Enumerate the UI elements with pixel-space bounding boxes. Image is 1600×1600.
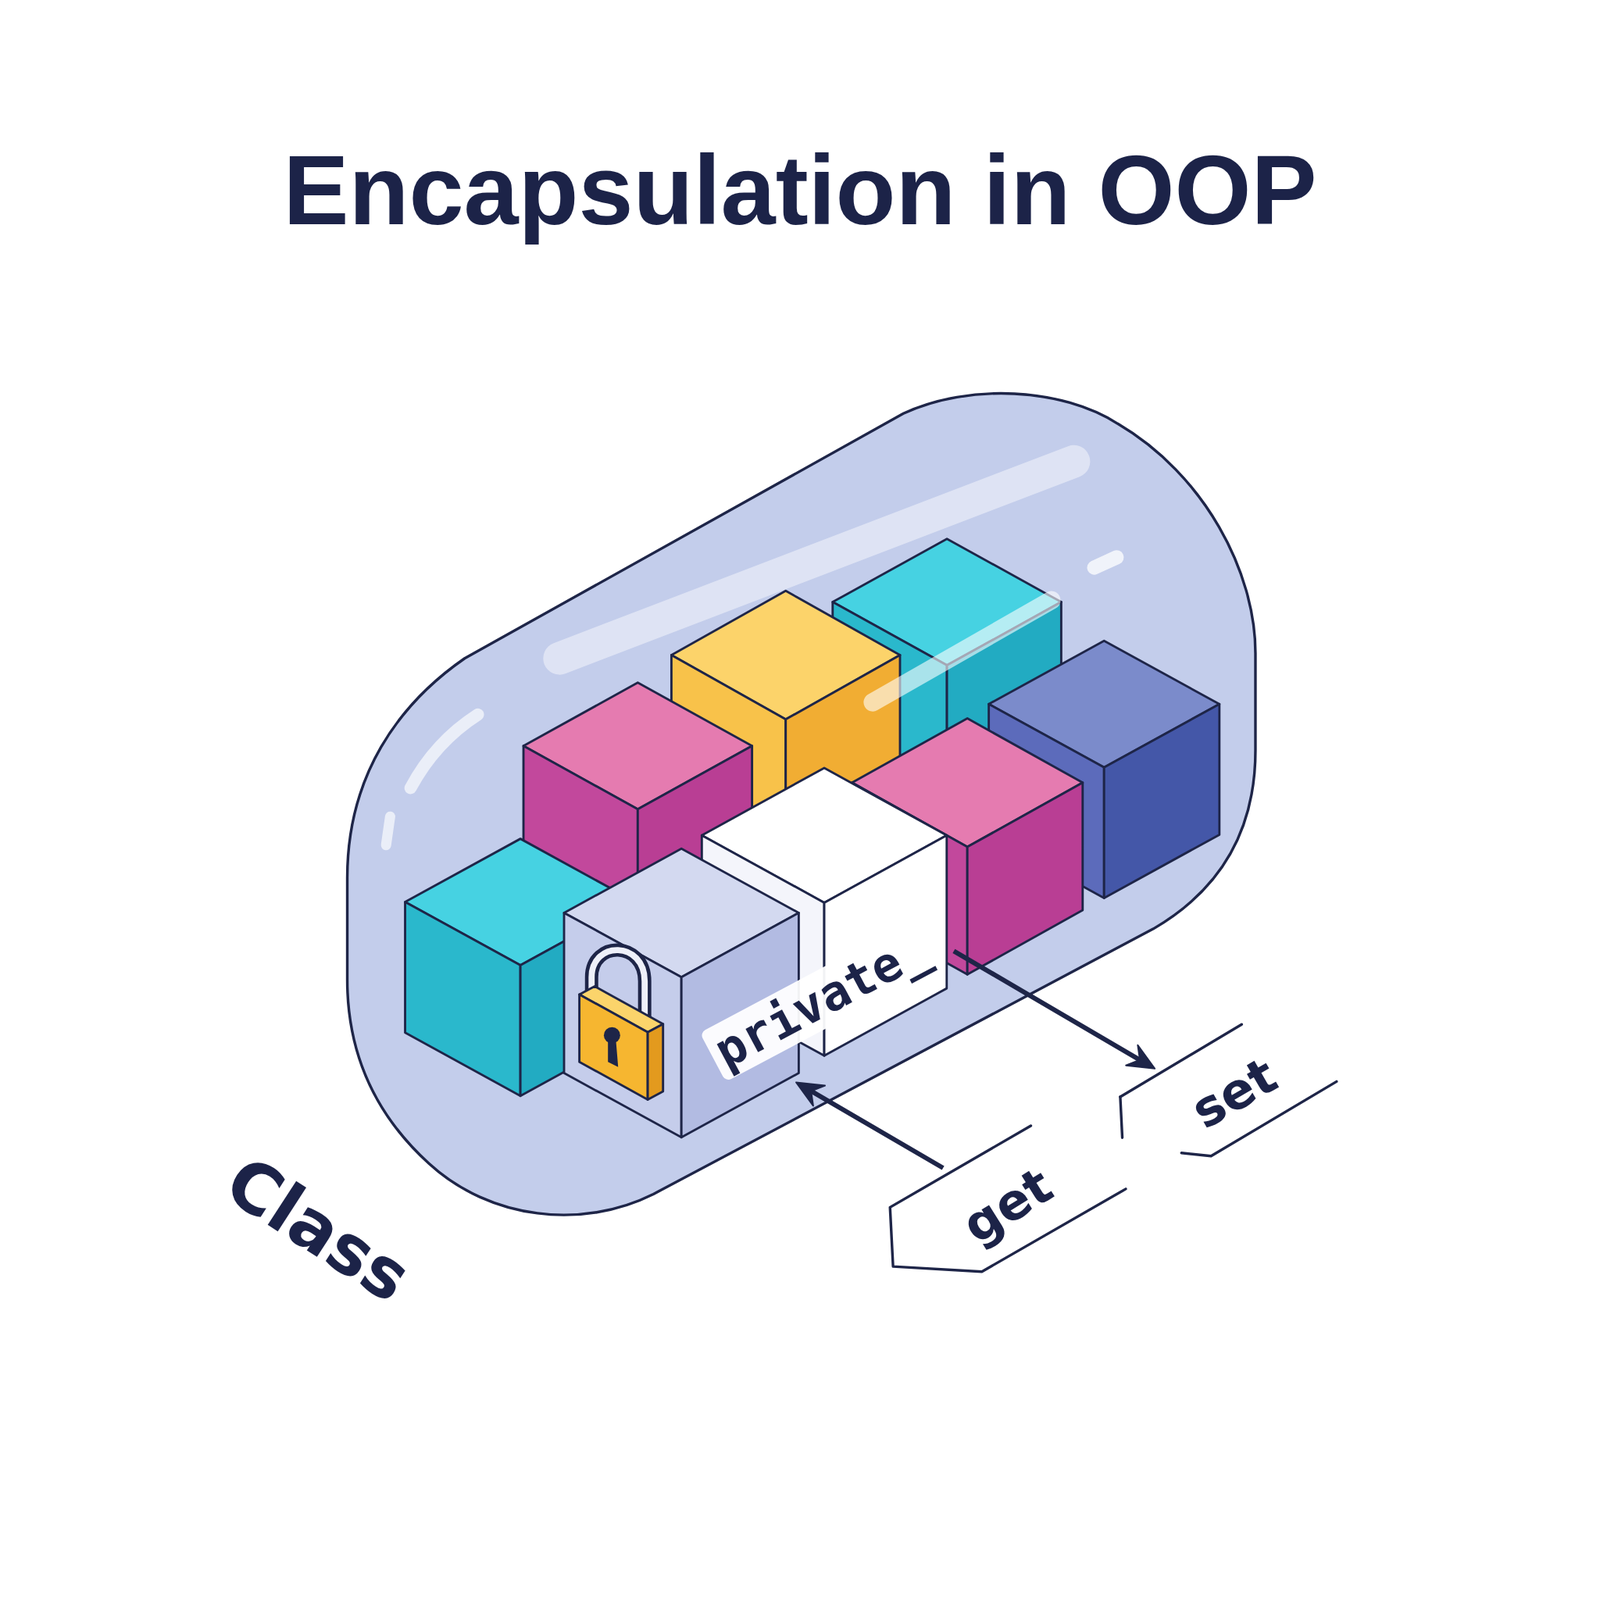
- keyhole: [607, 1039, 618, 1068]
- private-field-cube: private_: [564, 767, 947, 1118]
- connector-arrow: [796, 1082, 943, 1168]
- arrowhead: [1125, 1045, 1155, 1069]
- cube-face: [967, 782, 1083, 975]
- cube-navy: [989, 640, 1220, 898]
- tag-outline: [1120, 1096, 1123, 1138]
- setter-label: set: [1182, 1046, 1288, 1141]
- arrowhead: [796, 1082, 825, 1106]
- glass-highlight: [385, 816, 390, 846]
- getter-label: get: [953, 1157, 1064, 1256]
- padlock-side: [647, 1024, 664, 1100]
- cube-face: [989, 703, 1105, 898]
- cube-teal-back: [832, 539, 1062, 799]
- glass-highlight: [872, 600, 1052, 703]
- diagram-title: Encapsulation in OOP: [0, 134, 1600, 248]
- connector-line: [953, 950, 1142, 1061]
- glass-highlight: [1093, 557, 1117, 568]
- cube-face: [1103, 703, 1220, 898]
- glass-highlight: [410, 714, 478, 788]
- cube-face: [405, 902, 522, 1097]
- capsule-glass: [346, 392, 1255, 1215]
- cube-face: [989, 640, 1220, 768]
- capsule-outline: [346, 392, 1255, 1215]
- tag-outline: [889, 1125, 1126, 1272]
- class-capsule: Classprivate_: [342, 385, 1261, 1225]
- class-label: Class: [211, 1141, 425, 1318]
- cube-face: [523, 682, 753, 810]
- getter-tag: get: [885, 1122, 1129, 1274]
- setter-tag: set: [1117, 1020, 1339, 1160]
- padlock-icon: [579, 950, 664, 1100]
- connector-line: [810, 1090, 943, 1168]
- cube-left-face: [564, 913, 682, 1138]
- connector-arrow: [953, 950, 1155, 1069]
- padlock-body: [579, 994, 649, 1100]
